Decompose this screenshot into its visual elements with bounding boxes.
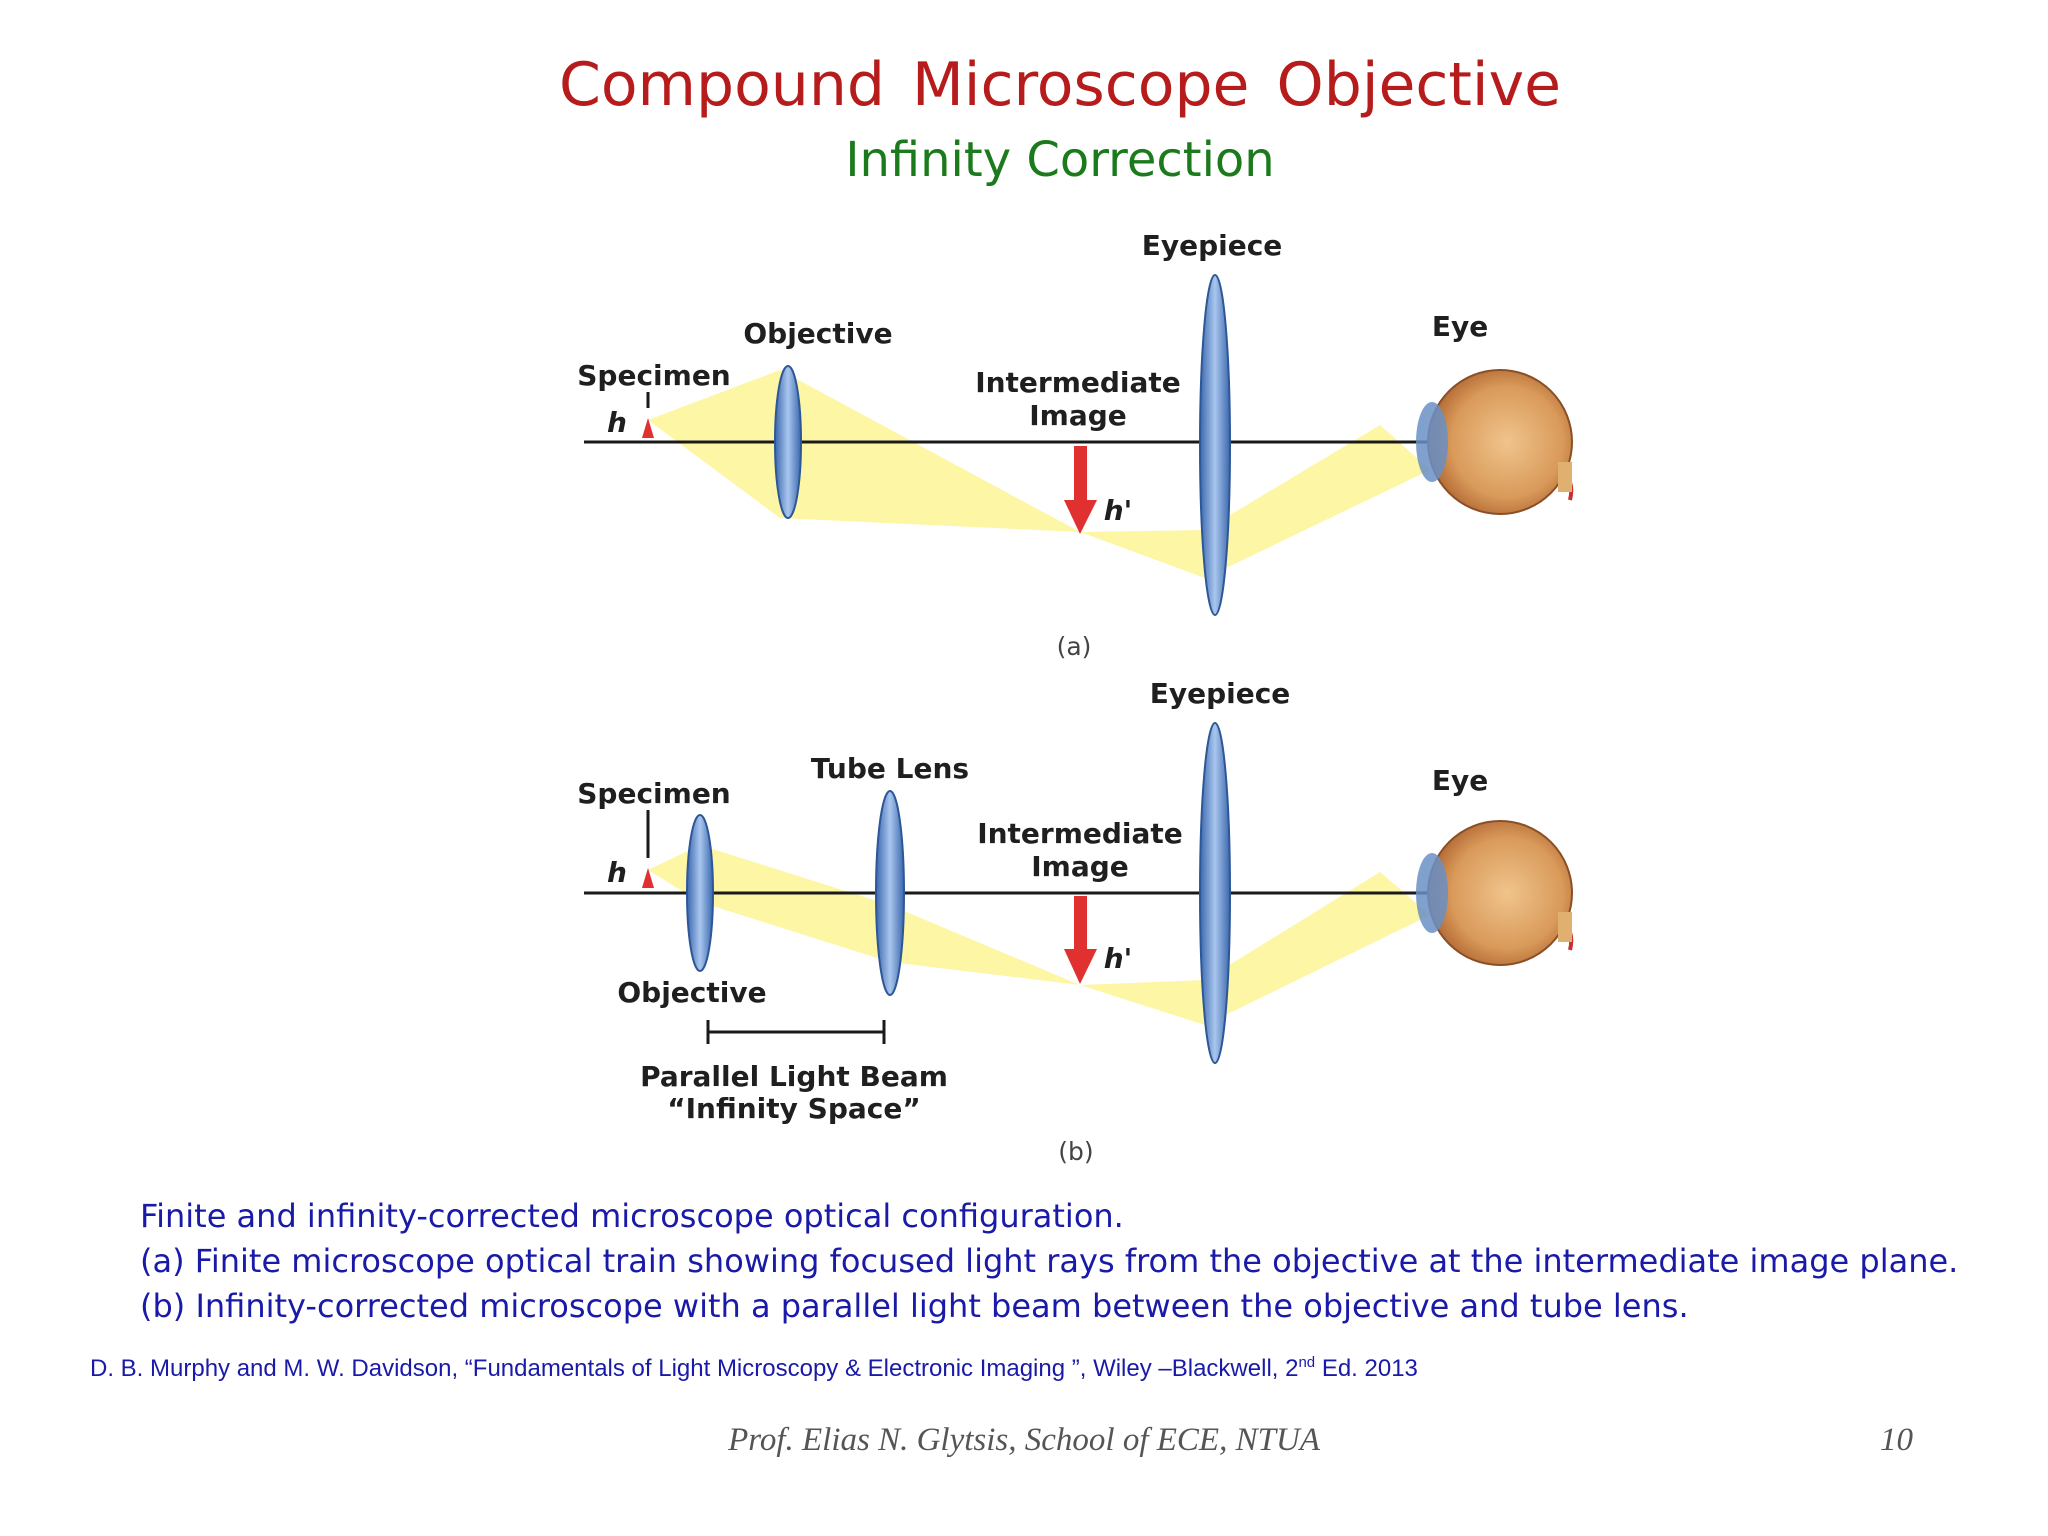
intermediate-arrow-head-a: [1064, 500, 1097, 534]
caption-line-2: (a) Finite microscope optical train show…: [140, 1242, 1959, 1280]
figure-b: Eyepiece Tube Lens Eye Specimen h Interm…: [577, 677, 1574, 1166]
eyepiece-label-b: Eyepiece: [1150, 677, 1291, 710]
h-prime-label-b: h': [1104, 942, 1133, 975]
light-beam-a4: [1205, 425, 1430, 578]
objective-lens-b: [686, 814, 714, 972]
eyepiece-lens-b: [1199, 722, 1231, 1064]
eye-b: [1416, 820, 1574, 966]
footer-author: Prof. Elias N. Glytsis, School of ECE, N…: [728, 1422, 1320, 1458]
intermediate-label-a-2: Image: [1029, 399, 1127, 432]
panel-label-a: (a): [1057, 632, 1092, 661]
intermediate-label-b-2: Image: [1031, 850, 1129, 883]
parallel-beam-label-1: Parallel Light Beam: [640, 1060, 948, 1093]
specimen-arrow-b: [642, 868, 654, 888]
figure-caption: Finite and infinity-corrected microscope…: [140, 1194, 1959, 1329]
specimen-label-b: Specimen: [577, 777, 731, 810]
figure-a: Eyepiece Objective Eye Specimen h Interm…: [577, 229, 1574, 661]
parallel-beam-label-2: “Infinity Space”: [667, 1092, 921, 1125]
slide-title: Compound Microscope Objective: [558, 50, 1562, 120]
h-label-b: h: [607, 856, 627, 889]
eyepiece-lens-a: [1199, 274, 1231, 616]
eyepiece-label-a: Eyepiece: [1142, 229, 1283, 262]
intermediate-arrow-shaft-a: [1074, 446, 1087, 502]
panel-label-b: (b): [1058, 1137, 1093, 1166]
objective-lens-a: [774, 365, 802, 519]
eye-label-b: Eye: [1432, 764, 1488, 797]
slide-subtitle: Infinity Correction: [845, 132, 1275, 188]
reference-tail: Ed. 2013: [1315, 1355, 1418, 1382]
intermediate-label-b-1: Intermediate: [977, 817, 1183, 850]
eye-a: [1416, 369, 1574, 515]
light-beam-a3: [1080, 530, 1205, 578]
tube-lens-label-b: Tube Lens: [811, 752, 969, 785]
objective-label-a: Objective: [743, 317, 892, 350]
intermediate-arrow-shaft-b: [1074, 896, 1087, 951]
reference-text: D. B. Murphy and M. W. Davidson, “Fundam…: [90, 1355, 1299, 1382]
specimen-label-a: Specimen: [577, 359, 731, 392]
light-beam-b5: [1205, 872, 1430, 1025]
caption-line-3: (b) Infinity-corrected microscope with a…: [140, 1287, 1689, 1325]
light-beam-a2: [780, 370, 1080, 532]
light-beam-b3: [890, 905, 1080, 985]
specimen-arrow-a: [642, 418, 654, 438]
tube-lens-b: [875, 790, 905, 996]
intermediate-arrow-head-b: [1064, 949, 1097, 984]
intermediate-label-a-1: Intermediate: [975, 366, 1181, 399]
light-beam-b4: [1080, 980, 1205, 1025]
light-beam-b2: [700, 845, 890, 962]
eye-label-a: Eye: [1432, 310, 1488, 343]
objective-label-b: Objective: [617, 976, 766, 1009]
reference-citation: D. B. Murphy and M. W. Davidson, “Fundam…: [90, 1354, 1418, 1383]
page-number: 10: [1880, 1422, 1913, 1458]
infinity-space-bracket: [706, 1020, 886, 1044]
h-prime-label-a: h': [1104, 494, 1133, 527]
caption-line-1: Finite and infinity-corrected microscope…: [140, 1197, 1124, 1235]
h-label-a: h: [607, 406, 627, 439]
light-beam-a1: [648, 370, 780, 518]
reference-sup: nd: [1298, 1354, 1316, 1371]
